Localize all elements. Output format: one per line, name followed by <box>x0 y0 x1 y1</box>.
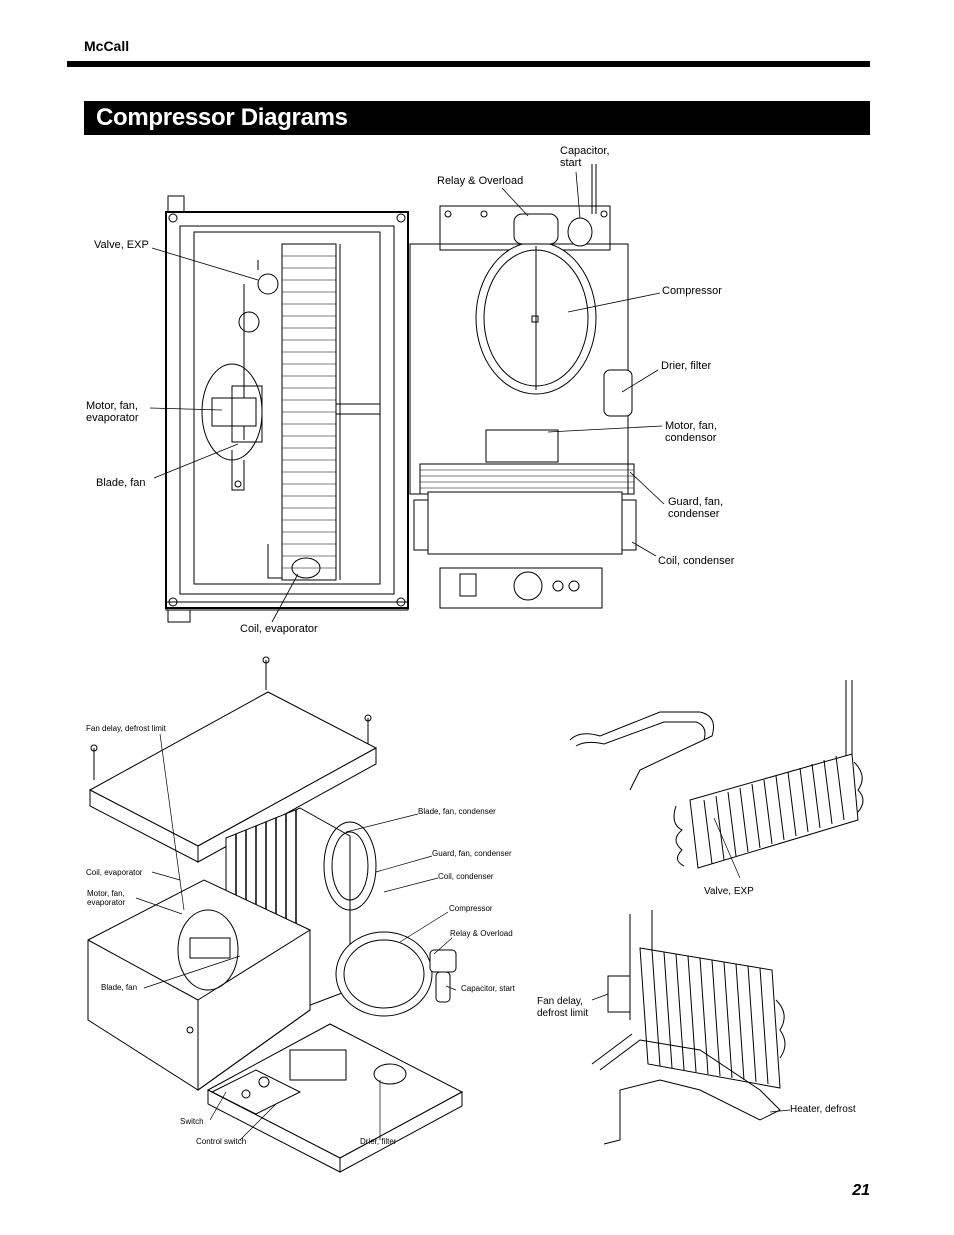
header-rule <box>67 61 870 67</box>
label-drier-filter: Drier, filter <box>661 360 712 372</box>
label-fan-delay-defrost-coil: Fan delay, defrost limit <box>537 996 589 1019</box>
label-control-switch: Control switch <box>196 1137 247 1146</box>
label-relay-overload-exploded: Relay & Overload <box>450 929 513 938</box>
label-guard-fan-condenser-exploded: Guard, fan, condenser <box>432 849 512 858</box>
label-coil-condenser: Coil, condenser <box>658 555 735 567</box>
brand-name: McCall <box>84 38 130 54</box>
label-motor-fan-evaporator: Motor, fan, evaporator <box>86 400 139 424</box>
label-guard-fan-condenser: Guard, fan, condenser <box>668 496 724 520</box>
label-blade-fan: Blade, fan <box>96 477 146 489</box>
top-leader-lines <box>149 171 665 623</box>
coil-diagram-1 <box>569 680 864 879</box>
label-motor-fan-condensor: Motor, fan, condensor <box>665 420 717 444</box>
label-valve-exp: Valve, EXP <box>94 239 149 251</box>
label-relay-overload: Relay & Overload <box>437 175 524 187</box>
exploded-leader-lines <box>135 733 457 1141</box>
label-coil-evaporator-exploded: Coil, evaporator <box>86 868 143 877</box>
label-capacitor-start-exploded: Capacitor, start <box>461 984 515 993</box>
label-coil-condenser-exploded: Coil, condenser <box>438 872 494 881</box>
evaporator-coil-fins <box>282 255 336 569</box>
page-title: Compressor Diagrams <box>96 104 348 131</box>
label-motor-fan-evaporator-exploded: Motor, fan, evaporator <box>87 889 126 907</box>
label-blade-fan-exploded: Blade, fan <box>101 983 138 992</box>
exploded-assembly <box>87 656 464 1173</box>
title-bar: Compressor Diagrams <box>84 101 870 135</box>
label-drier-filter-exploded: Drier, filter <box>360 1137 397 1146</box>
label-fan-delay-defrost-limit: Fan delay, defrost limit <box>86 724 166 733</box>
label-switch: Switch <box>180 1117 204 1126</box>
page-number: 21 <box>852 1182 870 1199</box>
label-valve-exp-coil: Valve, EXP <box>704 886 754 897</box>
evaporator-section <box>165 195 409 623</box>
label-compressor-exploded: Compressor <box>449 904 493 913</box>
label-blade-fan-condenser: Blade, fan, condenser <box>418 807 496 816</box>
label-heater-defrost: Heater, defrost <box>790 1104 856 1115</box>
coil-diagram-2 <box>591 910 791 1145</box>
label-capacitor-start: Capacitor, start <box>560 145 610 169</box>
label-compressor: Compressor <box>662 285 722 297</box>
condenser-section <box>409 164 637 609</box>
label-coil-evaporator: Coil, evaporator <box>240 623 318 635</box>
